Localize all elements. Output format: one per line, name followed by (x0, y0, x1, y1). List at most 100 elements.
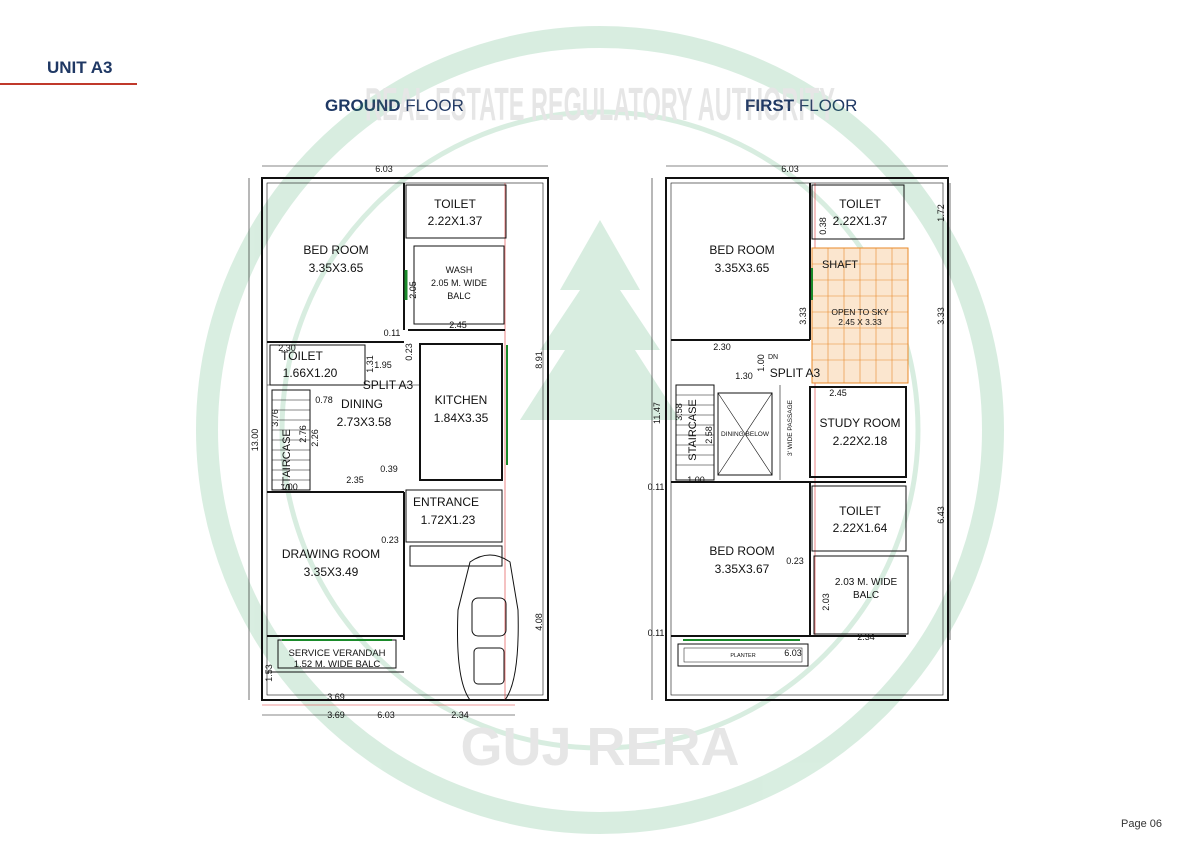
first-toilet1-size: 2.22X1.37 (833, 214, 888, 228)
first-study-size: 2.22X2.18 (833, 434, 888, 448)
title-underline (0, 83, 137, 85)
ground-stair-d9: 0.23 (404, 343, 414, 361)
first-toilet1-name: TOILET (839, 197, 881, 211)
ground-dim-bottom-b: 6.03 (377, 710, 395, 720)
ground-floor-labels: 6.03 13.00 8.91 4.08 3.69 1.53 3.69 6.03… (250, 164, 544, 720)
ground-dim-right: 8.91 (534, 351, 544, 369)
first-dim-245: 2.45 (829, 388, 847, 398)
first-dim-left: 11.47 (652, 402, 662, 424)
first-dim-011a: 0.11 (648, 482, 665, 492)
ground-drawing-size: 3.35X3.49 (304, 565, 359, 579)
ground-stair-d11: 1.31 (365, 355, 375, 373)
first-bed1-name: BED ROOM (709, 243, 774, 257)
ground-stair-d5: 0.78 (315, 395, 333, 405)
page-number: Page 06 (1121, 818, 1162, 830)
first-floor-plan (651, 165, 951, 701)
first-title-bold: FIRST (745, 96, 795, 115)
ground-wash-dim-h: 2.05 (408, 281, 418, 299)
first-dim-100: 1.00 (687, 475, 705, 485)
first-balc-name: 2.03 M. WIDE (835, 577, 898, 588)
ground-toilet-size: 2.22X1.37 (428, 214, 483, 228)
ground-dim-right-lower: 4.08 (534, 613, 544, 631)
ground-stair-d1: 3.76 (270, 409, 280, 427)
ground-dining-size: 2.73X3.58 (337, 415, 392, 429)
ground-entrance-name: ENTRANCE (413, 495, 479, 509)
ground-stair-d12: 0.39 (380, 464, 398, 474)
ground-kitchen-name: KITCHEN (435, 393, 488, 407)
first-stair-d2: 2.58 (704, 426, 714, 444)
ground-stair-name: STAIRCASE (281, 429, 293, 491)
first-dim-right-a: 1.72 (936, 204, 946, 222)
ground-stair-d3: 2.26 (310, 429, 320, 447)
first-stair-name: STAIRCASE (687, 399, 699, 461)
first-dim-right-b: 3.33 (936, 307, 946, 325)
ground-entrance-size: 1.72X1.23 (421, 513, 476, 527)
first-dim-top: 6.03 (781, 164, 799, 174)
first-floor-title: FIRST FLOOR (745, 96, 857, 116)
ground-dim-verandah-top: 3.69 (327, 692, 345, 702)
ground-stair-d6: 2.35 (346, 475, 364, 485)
first-floor-labels: 6.03 11.47 1.72 3.33 6.43 6.03 3.33 0.38… (648, 164, 946, 659)
first-shaft: SHAFT (822, 259, 858, 271)
first-dim-bottom: 6.03 (784, 648, 802, 658)
first-toilet2-size: 2.22X1.64 (833, 521, 888, 535)
ground-toilet2-name: TOILET (281, 349, 323, 363)
ground-wash-dim-w: 2.45 (449, 320, 467, 330)
ground-toilet2-size: 1.66X1.20 (283, 366, 338, 380)
ground-floor-plan (248, 165, 549, 716)
ground-title-bold: GROUND (325, 96, 401, 115)
ground-bed-size: 3.35X3.65 (309, 261, 364, 275)
watermark-bottom-text: GUJ RERA (460, 717, 739, 777)
ground-title-rest: FLOOR (400, 96, 464, 115)
first-bed1-size: 3.35X3.65 (715, 261, 770, 275)
first-passage: 3' WIDE PASSAGE (787, 399, 794, 456)
first-split: SPLIT A3 (770, 366, 821, 380)
ground-stair-d10: 1.95 (374, 360, 392, 370)
ground-stair-d8: 0.11 (384, 328, 401, 338)
ground-verandah-size: 1.52 M. WIDE BALC (294, 659, 381, 670)
ground-stair-d7: 2.30 (278, 343, 296, 353)
ground-drawing-name: DRAWING ROOM (282, 547, 380, 561)
rera-watermark: GUJ RERA REAL ESTATE REGULATORY AUTHORIT… (196, 26, 1004, 834)
first-bed2-size: 3.35X3.67 (715, 562, 770, 576)
ground-dining-name: DINING (341, 397, 383, 411)
first-bed2-name: BED ROOM (709, 544, 774, 558)
ground-dim-left: 13.00 (250, 429, 260, 452)
first-ots-name: OPEN TO SKY (831, 307, 889, 317)
first-dim-100b: 1.00 (756, 354, 766, 372)
ground-dim-bottom-a: 3.69 (327, 710, 345, 720)
first-planter: PLANTER (730, 653, 755, 659)
ground-wash-suffix: BALC (447, 291, 471, 301)
unit-title: UNIT A3 (47, 58, 113, 77)
ground-dim-bottom-c: 2.34 (451, 710, 469, 720)
first-toilet2-name: TOILET (839, 504, 881, 518)
first-dim-inner-333: 3.33 (798, 307, 808, 325)
ground-bed-name: BED ROOM (303, 243, 368, 257)
ground-kitchen-size: 1.84X3.35 (434, 411, 489, 425)
first-dim-234: 2.34 (857, 632, 875, 642)
first-dim-130: 1.30 (735, 371, 753, 381)
first-dim-011b: 0.11 (648, 628, 665, 638)
ground-verandah-name: SERVICE VERANDAH (289, 648, 386, 659)
first-title-rest: FLOOR (794, 96, 858, 115)
ground-dim-verandah-h: 1.53 (264, 664, 274, 682)
first-balc-suffix: BALC (853, 590, 879, 601)
watermark-top-text: REAL ESTATE REGULATORY AUTHORITY (365, 78, 835, 130)
first-study-name: STUDY ROOM (819, 416, 900, 430)
ground-floor-title: GROUND FLOOR (325, 96, 464, 116)
ground-stair-d2: 2.76 (298, 425, 308, 443)
ground-split: SPLIT A3 (363, 378, 414, 392)
ground-toilet-name: TOILET (434, 197, 476, 211)
first-dim-038: 0.38 (818, 217, 828, 235)
first-dim-203: 2.03 (821, 593, 831, 611)
first-stair-dn: DN (768, 354, 778, 361)
first-dim-right-c: 6.43 (936, 506, 946, 524)
first-stair-d1: 3.58 (674, 403, 684, 421)
ground-wash-size: 2.05 M. WIDE (431, 278, 487, 288)
first-ots-size: 2.45 X 3.33 (838, 317, 882, 327)
first-dim-023: 0.23 (786, 556, 804, 566)
first-dining-below: DINING BELOW (721, 431, 770, 438)
ground-wash-name: WASH (446, 265, 473, 275)
ground-entrance-dim: 0.23 (381, 535, 399, 545)
